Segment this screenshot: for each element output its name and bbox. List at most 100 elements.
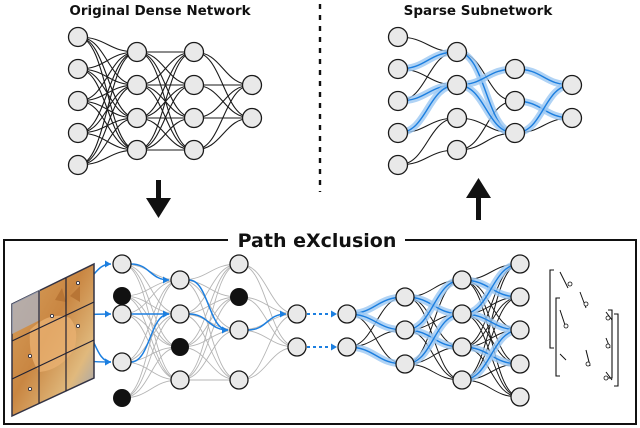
pex-node <box>395 320 415 340</box>
dense-node <box>126 139 148 161</box>
dense-network <box>67 26 263 176</box>
pex-node <box>395 354 415 374</box>
pex-node <box>112 254 132 274</box>
pex-node <box>452 370 472 390</box>
sparse-node <box>446 107 468 129</box>
arrowhead <box>105 358 111 366</box>
pex-pruned-node <box>230 288 248 306</box>
dense-node <box>241 107 263 129</box>
pex-pruned-node <box>113 389 131 407</box>
pex-node <box>170 370 190 390</box>
bracket-tick <box>605 371 613 381</box>
dense-node <box>126 107 148 129</box>
cat-image-grid-icon <box>11 262 95 418</box>
dense-node <box>67 26 89 48</box>
dense-node <box>67 122 89 144</box>
pex-node <box>112 352 132 372</box>
dense-node <box>67 90 89 112</box>
pex-gray-edge <box>238 346 298 381</box>
sparse-node <box>504 90 526 112</box>
bracket-point <box>583 301 589 307</box>
bracket-tick <box>559 353 567 361</box>
arrow-down-icon <box>146 180 171 218</box>
arrow-up-icon <box>466 178 491 220</box>
dense-node <box>67 58 89 80</box>
bracket-left <box>555 297 560 377</box>
pex-node <box>229 254 249 274</box>
sparse-node <box>446 41 468 63</box>
pex-node <box>452 270 472 290</box>
bracket-point <box>563 323 569 329</box>
pex-node <box>229 320 249 340</box>
pex-node <box>510 387 530 407</box>
sparse-node <box>504 122 526 144</box>
sparse-node <box>561 74 583 96</box>
path-exclusion-network <box>29 254 530 407</box>
pex-node <box>170 270 190 290</box>
arrowhead <box>163 310 169 318</box>
pex-pruned-node <box>171 338 189 356</box>
arrowhead <box>105 310 111 318</box>
sparse-node <box>387 90 409 112</box>
bracket-left <box>549 269 554 349</box>
pex-gray-edge <box>179 279 240 381</box>
pex-gray-edge <box>121 313 181 348</box>
pex-node <box>287 304 307 324</box>
sparse-node <box>446 74 468 96</box>
dense-node <box>126 74 148 96</box>
bracket-point <box>567 281 573 287</box>
pex-gray-edge <box>121 279 181 399</box>
sparse-node <box>504 58 526 80</box>
sparse-node <box>387 154 409 176</box>
sparse-subnetwork-title: Sparse Subnetwork <box>404 3 554 19</box>
arrowhead <box>163 276 169 284</box>
bracket-point <box>605 343 611 349</box>
pex-node <box>395 287 415 307</box>
pex-node <box>112 304 132 324</box>
bracket-right <box>614 313 619 387</box>
pex-node <box>287 337 307 357</box>
pex-pruned-node <box>113 287 131 305</box>
pex-node <box>510 320 530 340</box>
sparse-node <box>446 139 468 161</box>
sparse-node <box>561 107 583 129</box>
arrowhead <box>331 310 337 318</box>
pex-box-frame <box>3 239 637 425</box>
pex-node <box>452 337 472 357</box>
dense-network-title: Original Dense Network <box>69 3 251 19</box>
dense-node <box>241 74 263 96</box>
pex-gray-edge <box>179 346 240 381</box>
pex-node <box>452 304 472 324</box>
pex-node <box>510 254 530 274</box>
arrowhead <box>105 260 111 268</box>
dense-edge <box>77 51 138 166</box>
sparse-subnetwork <box>387 26 583 176</box>
bracket-tick <box>559 271 569 289</box>
arrowhead <box>331 343 337 351</box>
dense-node <box>183 74 205 96</box>
pex-node <box>229 370 249 390</box>
bracket-point <box>605 315 611 321</box>
pex-node <box>510 354 530 374</box>
sparse-node <box>387 58 409 80</box>
pex-box-title: Path eXclusion <box>238 230 397 252</box>
pex-node <box>170 304 190 324</box>
dense-edge <box>136 51 195 151</box>
bracket-point <box>585 361 591 367</box>
bracket-point <box>603 375 609 381</box>
dense-node <box>183 41 205 63</box>
arrowhead <box>280 310 286 318</box>
sparse-node <box>387 26 409 48</box>
dense-node <box>67 154 89 176</box>
dense-node <box>183 107 205 129</box>
dense-node <box>183 139 205 161</box>
dense-node <box>126 41 148 63</box>
pex-node <box>510 287 530 307</box>
pex-gray-edge <box>121 313 181 399</box>
pex-node <box>337 304 357 324</box>
pex-node <box>337 337 357 357</box>
arrowhead <box>222 326 228 334</box>
matrix-bracket-icon <box>549 269 619 387</box>
sparse-node <box>387 122 409 144</box>
